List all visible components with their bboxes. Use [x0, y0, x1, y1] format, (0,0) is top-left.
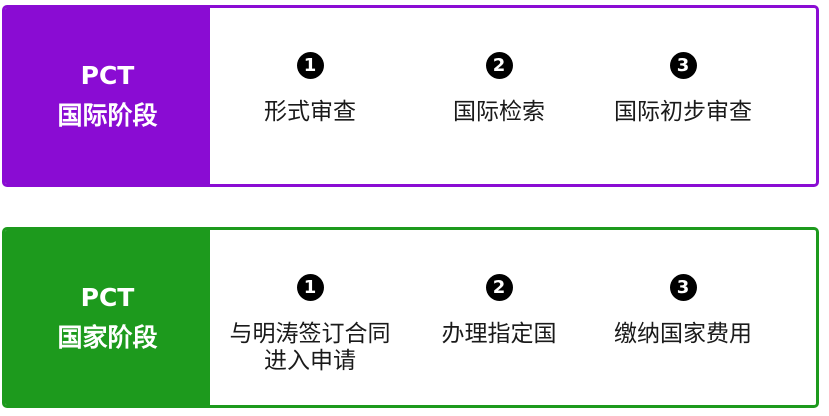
step-number-badge: 2: [485, 274, 513, 301]
national-step-2: 2 办理指定国: [409, 274, 589, 348]
national-phase-steps: 1 与明涛签订合同 进入申请 2 办理指定国 3 缴纳国家费用: [210, 230, 816, 405]
step-text-line1: 形式审查: [264, 99, 356, 125]
step-text: 国际初步审查: [614, 99, 752, 126]
step-text-line1: 国际检索: [453, 99, 545, 125]
national-phase-label: PCT 国家阶段: [5, 230, 210, 405]
step-text-line1: 办理指定国: [441, 321, 557, 347]
step-number-badge: 3: [669, 52, 697, 79]
international-phase-label-line1: PCT: [80, 61, 135, 90]
national-phase-panel: PCT 国家阶段 1 与明涛签订合同 进入申请 2 办理指定国 3: [2, 227, 819, 408]
national-step-1: 1 与明涛签订合同 进入申请: [220, 274, 400, 375]
step-text-line1: 国际初步审查: [614, 99, 752, 125]
international-phase-panel: PCT 国际阶段 1 形式审查 2 国际检索 3 国际初: [2, 5, 819, 187]
international-phase-steps: 1 形式审查 2 国际检索 3 国际初步审查: [210, 8, 816, 184]
step-text-line1: 与明涛签订合同: [229, 321, 391, 347]
step-text: 办理指定国: [442, 321, 557, 348]
step-text: 与明涛签订合同 进入申请: [230, 321, 391, 375]
step-number-badge: 1: [296, 52, 324, 79]
national-step-3: 3 缴纳国家费用: [593, 274, 773, 348]
national-phase-label-line1: PCT: [80, 282, 135, 312]
national-phase-label-line2: 国家阶段: [57, 322, 158, 352]
international-phase-label: PCT 国际阶段: [5, 8, 210, 184]
step-number-badge: 1: [296, 274, 324, 301]
step-text-line1: 缴纳国家费用: [614, 321, 752, 347]
step-text-line2: 进入申请: [264, 348, 356, 374]
step-number-badge: 3: [669, 274, 697, 301]
international-step-1: 1 形式审查: [220, 52, 400, 126]
international-step-3: 3 国际初步审查: [593, 52, 773, 126]
step-text: 缴纳国家费用: [614, 321, 752, 348]
step-text: 形式审查: [264, 99, 356, 126]
international-phase-label-line2: 国际阶段: [57, 101, 158, 130]
international-step-2: 2 国际检索: [409, 52, 589, 126]
step-text: 国际检索: [453, 99, 545, 126]
step-number-badge: 2: [485, 52, 513, 79]
